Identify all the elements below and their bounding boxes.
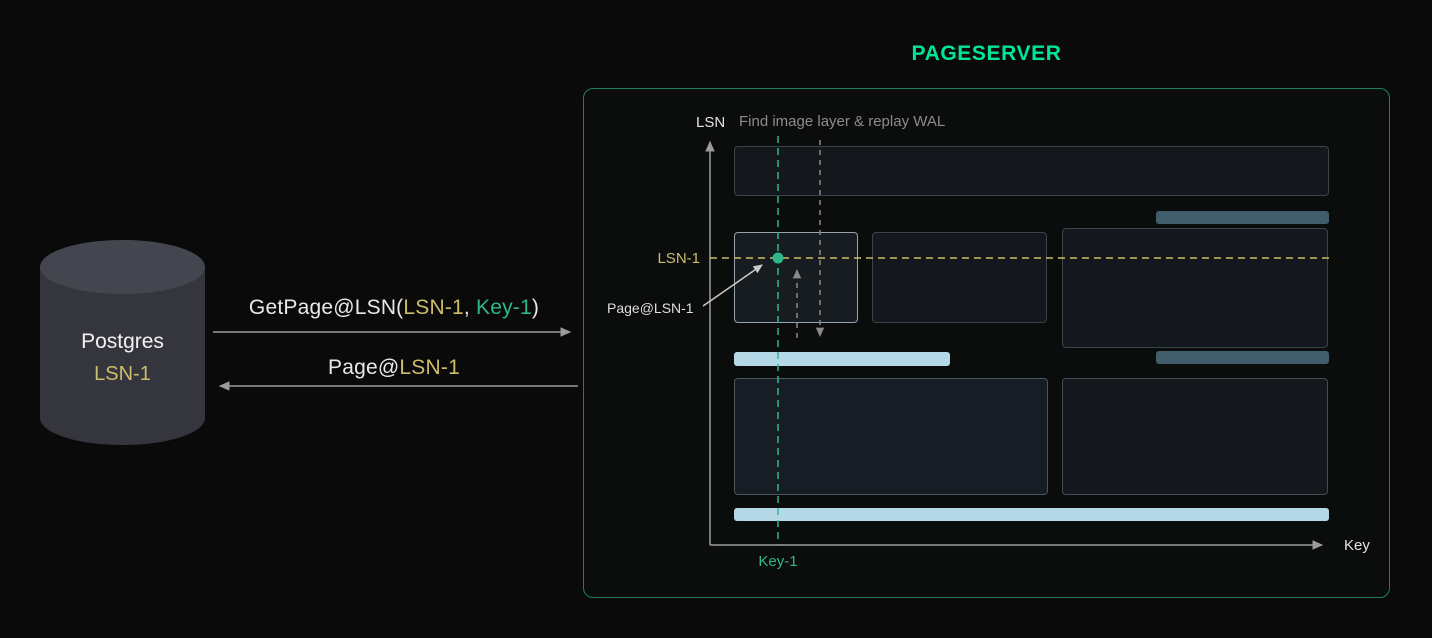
delta-bar-right-2 xyxy=(1156,351,1329,364)
postgres-label-group: Postgres LSN-1 xyxy=(40,330,205,386)
getpage-request-text: GetPage@LSN(LSN-1, Key-1) xyxy=(210,296,578,320)
delta-layer-highlighted xyxy=(734,232,858,323)
request-lsn: LSN-1 xyxy=(403,296,464,319)
delta-layer-bottom-1 xyxy=(734,378,1048,495)
request-suffix: ) xyxy=(531,296,540,319)
postgres-database-cylinder: Postgres LSN-1 xyxy=(40,240,205,445)
response-prefix: Page@ xyxy=(328,356,400,379)
response-lsn: LSN-1 xyxy=(399,356,460,379)
y-axis-label: LSN xyxy=(696,114,726,131)
delta-bar-right-1 xyxy=(1156,211,1329,224)
pageserver-title: PAGESERVER xyxy=(911,42,1062,65)
request-key: Key-1 xyxy=(476,296,532,319)
request-separator: , xyxy=(463,296,476,319)
hint-text: Find image layer & replay WAL xyxy=(739,113,946,130)
lsn-marker-label: LSN-1 xyxy=(657,250,700,267)
cylinder-top xyxy=(40,240,205,294)
delta-layer-mid-2 xyxy=(872,232,1047,323)
x-axis-label: Key xyxy=(1344,537,1370,554)
delta-layer-bottom-2 xyxy=(1062,378,1328,495)
postgres-lsn-label: LSN-1 xyxy=(94,363,151,385)
image-layer-bar-left xyxy=(734,352,950,366)
postgres-name: Postgres xyxy=(81,330,164,353)
request-prefix: GetPage@LSN( xyxy=(248,296,404,319)
delta-layer-mid-3 xyxy=(1062,228,1328,348)
delta-layer-top xyxy=(734,146,1329,196)
page-at-lsn-label: Page@LSN-1 xyxy=(607,300,694,316)
key-marker-label: Key-1 xyxy=(758,553,798,570)
page-response-text: Page@LSN-1 xyxy=(210,356,578,380)
image-layer-bar-bottom xyxy=(734,508,1329,521)
